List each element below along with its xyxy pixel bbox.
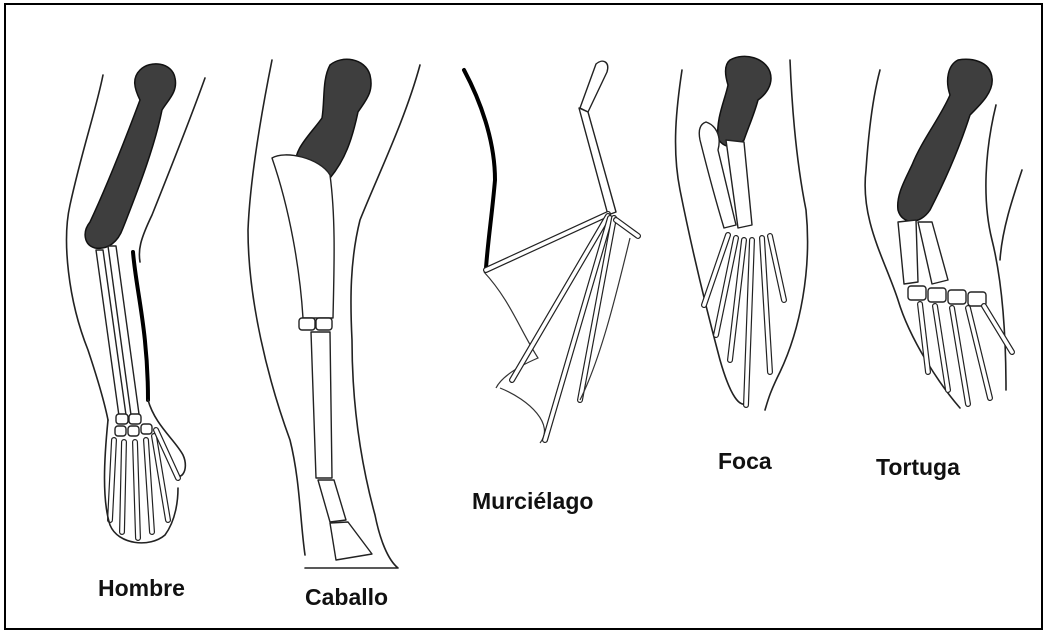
turtle-flipper — [865, 59, 1022, 408]
label-human: Hombre — [98, 575, 185, 602]
seal-humerus — [718, 56, 771, 146]
seal-digits — [704, 235, 784, 405]
human-carpals — [115, 414, 152, 436]
horse-cannon — [311, 332, 332, 478]
human-arm — [67, 64, 205, 543]
horse-carpals — [299, 318, 332, 330]
horse-hoof — [330, 522, 372, 560]
label-horse: Caballo — [305, 584, 388, 611]
human-fingers — [110, 430, 178, 538]
horse-pastern — [318, 480, 346, 522]
label-bat: Murciélago — [472, 488, 593, 515]
turtle-digits — [920, 304, 1012, 404]
label-turtle: Tortuga — [876, 454, 960, 481]
bat-wing — [464, 61, 638, 443]
turtle-ulna — [918, 222, 948, 284]
bat-humerus — [580, 61, 608, 112]
seal-flipper — [676, 56, 808, 410]
turtle-humerus — [898, 59, 992, 221]
bat-radius — [579, 108, 616, 215]
horse-leg — [248, 59, 420, 568]
horse-radius — [272, 155, 334, 318]
turtle-radius — [898, 220, 918, 284]
bat-digits — [486, 214, 638, 440]
label-seal: Foca — [718, 448, 772, 475]
